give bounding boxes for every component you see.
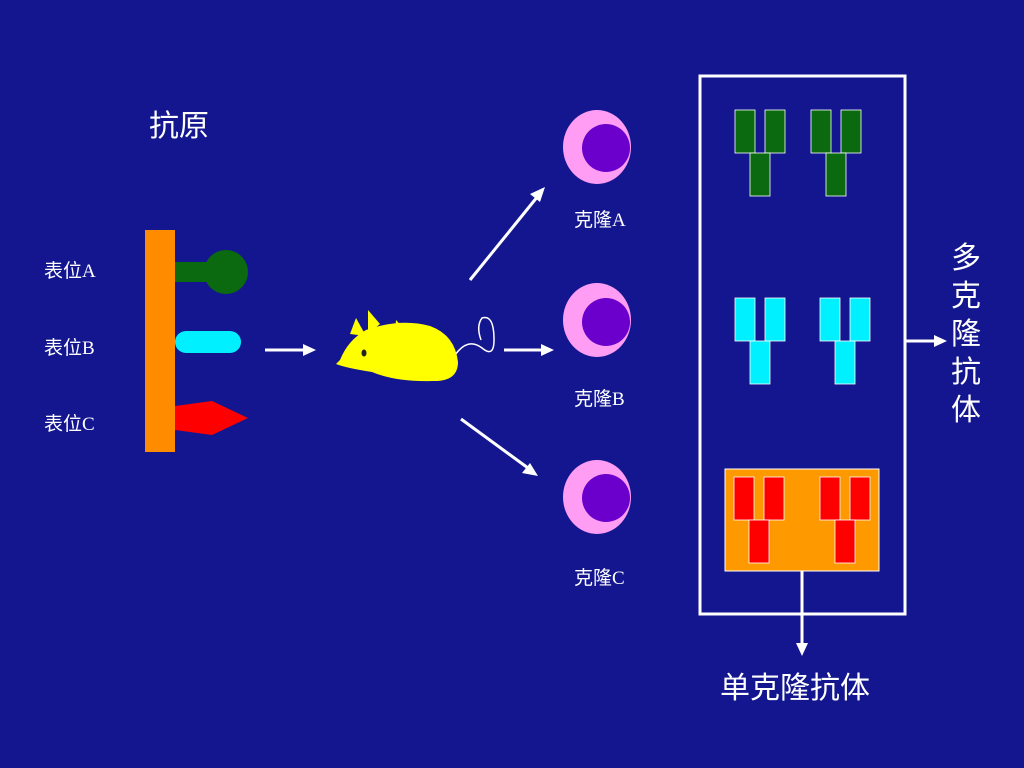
epitope-c-shape: [175, 401, 248, 435]
arrow-to-mouse: [265, 344, 316, 356]
arrows-to-clones: [460, 187, 554, 476]
epitope-a-shape: [175, 250, 248, 294]
antigen-title: 抗原: [149, 110, 209, 143]
antibody-green-2: [810, 109, 862, 197]
clone-c-label: 克隆C: [574, 568, 625, 589]
monoclonal-label: 单克隆抗体: [720, 672, 870, 705]
polyclonal-char: 隆: [951, 318, 981, 351]
antibody-green-group: [734, 109, 862, 197]
polyclonal-char: 多: [951, 242, 981, 275]
epitope-a-label: 表位A: [44, 261, 96, 282]
clone-b-label: 克隆B: [574, 389, 625, 410]
clone-cell-a: [563, 110, 631, 184]
clone-cell-b: [563, 283, 631, 357]
antibody-green-1: [734, 109, 786, 197]
arrow-to-polyclonal: [905, 335, 947, 347]
antibody-cyan-group: [734, 297, 871, 385]
polyclonal-label: 多 克 隆 抗 体: [948, 240, 984, 430]
polyclonal-char: 抗: [951, 356, 981, 389]
antibody-cyan-1: [734, 297, 786, 385]
epitope-b-label: 表位B: [44, 338, 95, 359]
antibody-cyan-2: [819, 297, 871, 385]
antigen: [145, 230, 248, 452]
epitope-b-shape: [175, 331, 241, 353]
epitope-c-label: 表位C: [44, 414, 95, 435]
clone-cell-c: [563, 460, 631, 534]
polyclonal-char: 体: [951, 394, 981, 427]
antigen-bar: [145, 230, 175, 452]
arrow-to-monoclonal: [796, 571, 808, 656]
clone-a-label: 克隆A: [574, 210, 626, 231]
polyclonal-char: 克: [951, 280, 981, 313]
mouse: [336, 310, 495, 382]
